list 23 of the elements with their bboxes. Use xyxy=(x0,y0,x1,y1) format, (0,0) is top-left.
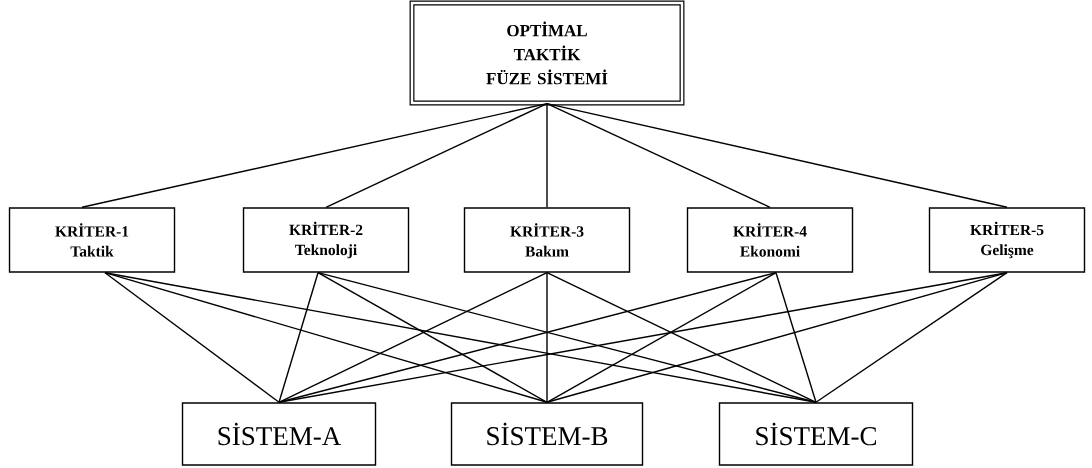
connector-line xyxy=(104,272,280,403)
connector-line xyxy=(815,272,1008,403)
connector-line xyxy=(278,272,1008,403)
connector-line xyxy=(81,102,548,208)
connector-line xyxy=(278,272,319,403)
connector-line xyxy=(325,102,548,208)
connector-line xyxy=(546,102,1008,208)
criterion-box: KRİTER-3 Bakım xyxy=(463,207,631,273)
criterion-box: KRİTER-1 Taktik xyxy=(8,207,176,273)
criterion-box: KRİTER-5 Gelişme xyxy=(928,207,1086,273)
criterion-box: KRİTER-4 Ekonomi xyxy=(686,207,854,273)
connector-line xyxy=(104,272,817,403)
goal-box: OPTİMAL TAKTİK FÜZE SİSTEMİ xyxy=(409,0,685,106)
alternative-box: SİSTEM-B xyxy=(450,402,644,466)
connector-line xyxy=(546,102,548,208)
connector-line xyxy=(104,272,548,403)
connector-line xyxy=(546,272,548,403)
alternative-box: SİSTEM-A xyxy=(181,402,377,466)
connector-line xyxy=(546,102,771,208)
criterion-box: KRİTER-2 Teknoloji xyxy=(242,207,410,273)
connector-line xyxy=(775,272,817,403)
connector-line xyxy=(546,272,1008,403)
alternative-box: SİSTEM-C xyxy=(718,402,914,466)
